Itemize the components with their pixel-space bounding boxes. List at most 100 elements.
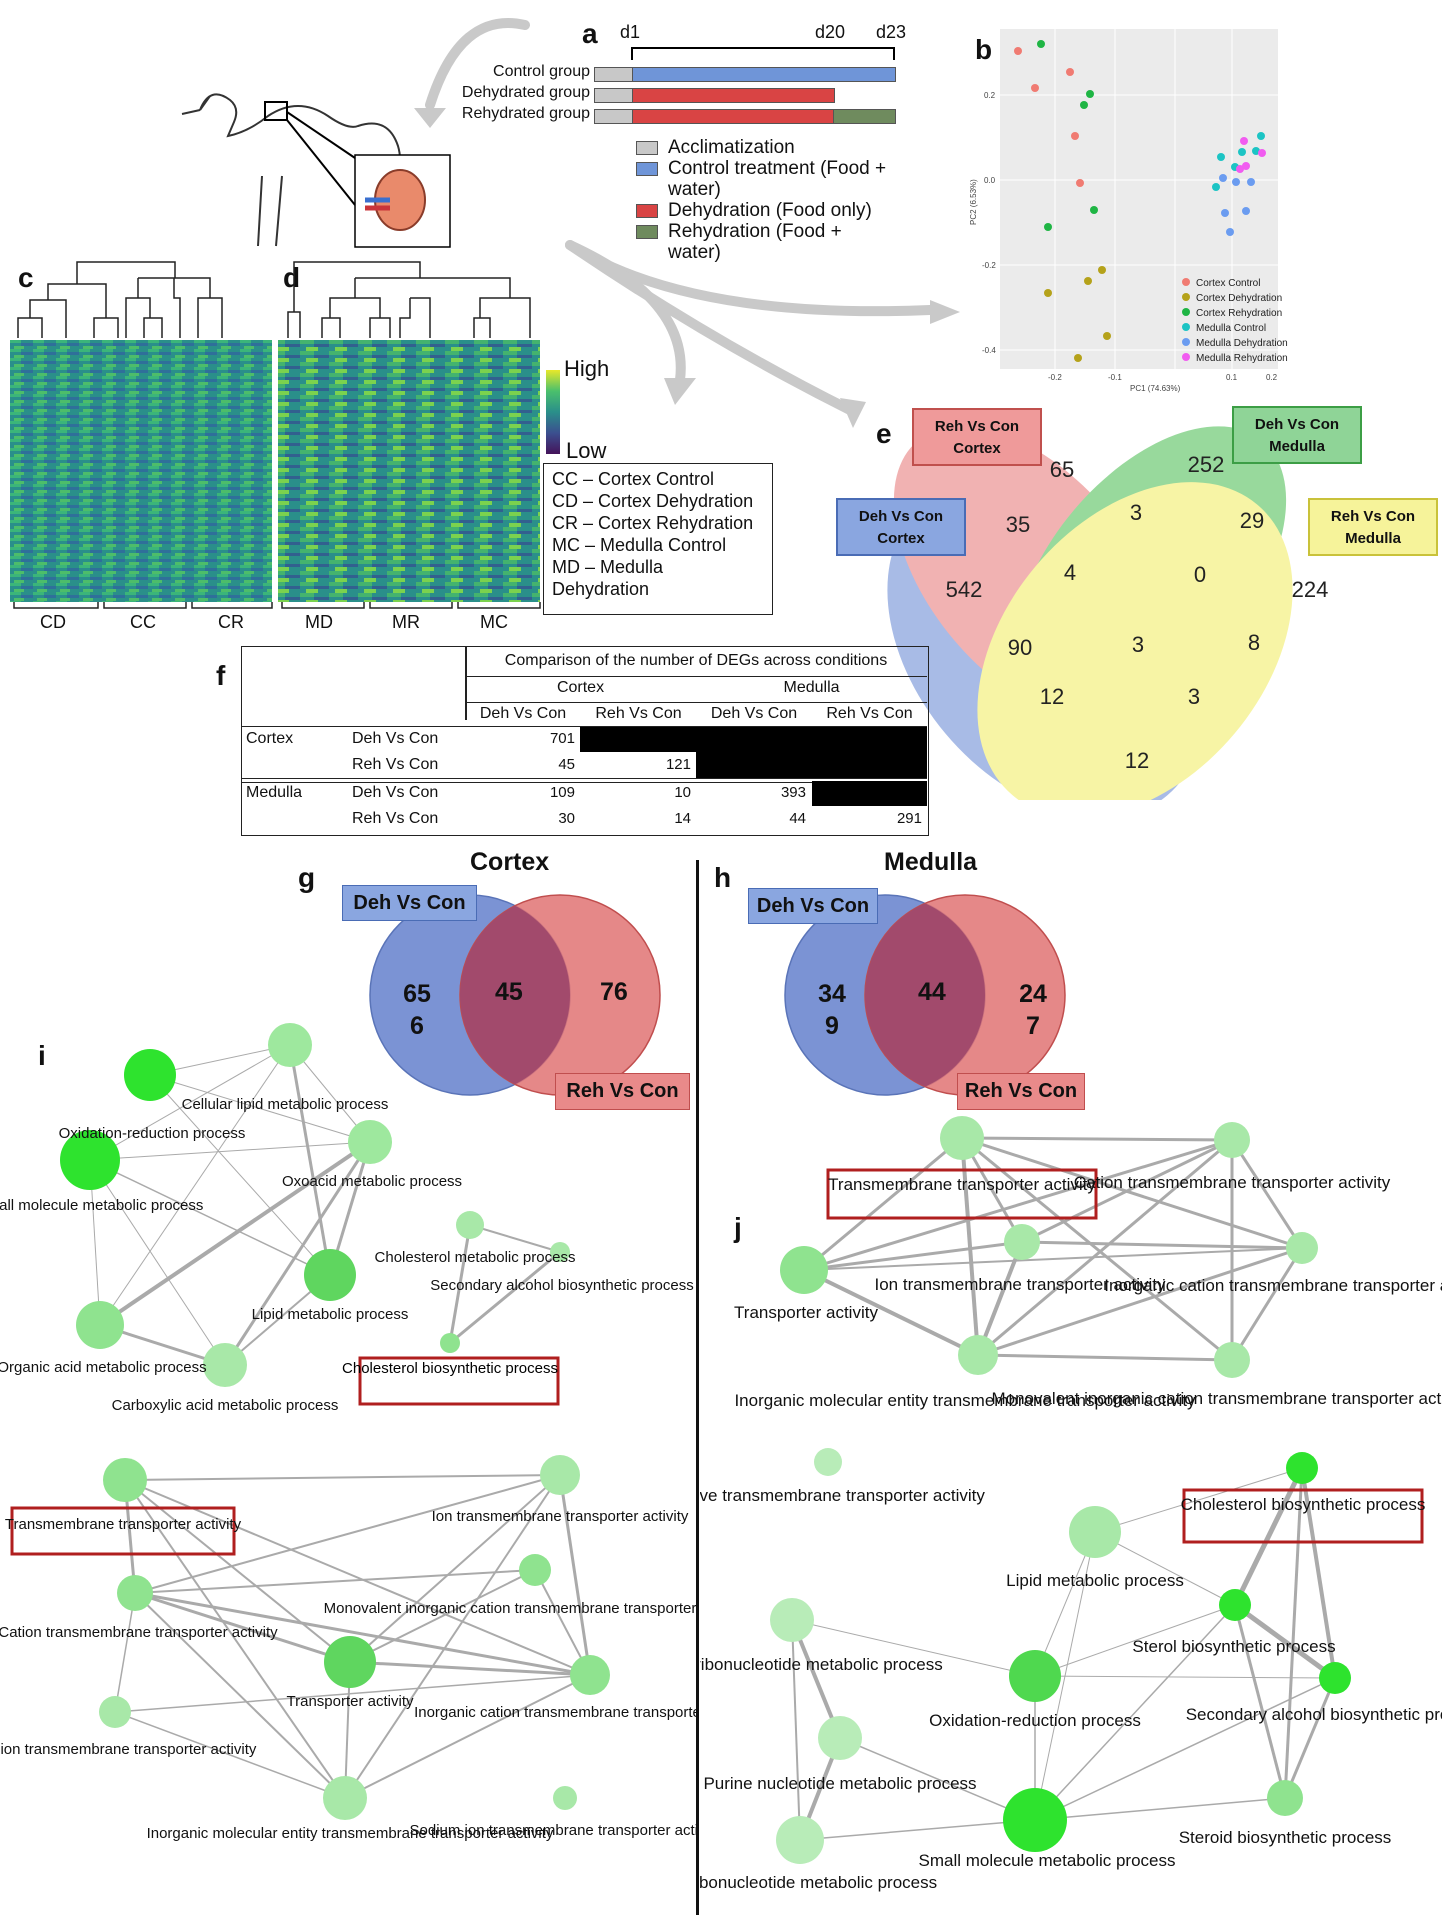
network-i-node-label: Inorganic molecular entity transmembrane… <box>147 1825 554 1842</box>
panel-j-label: j <box>734 1212 742 1243</box>
network-i-node-label: Cellular lipid metabolic process <box>182 1096 389 1113</box>
day-label-d1: d1 <box>620 22 641 42</box>
deg-table-divider <box>241 726 927 727</box>
pca-legend-label: Cortex Rehydration <box>1196 308 1282 319</box>
network-j-node-label: Ion transmembrane transporter activity <box>874 1275 1166 1294</box>
svg-text:8: 8 <box>1248 630 1260 655</box>
deg-table-divider <box>465 702 927 703</box>
network-j-node-label: Purine nucleotide metabolic process <box>703 1774 976 1793</box>
venn-set-reh-medulla <box>977 482 1293 800</box>
deg-table-col-header: Reh Vs Con <box>826 705 913 722</box>
venn-h-left-count: 34 9 <box>818 980 846 1040</box>
panel-e-label: e <box>876 418 892 449</box>
svg-text:542: 542 <box>946 577 983 602</box>
svg-text:224: 224 <box>1292 577 1329 602</box>
venn-counts: 65 252 35 3 29 542 4 0 224 90 3 8 12 3 1… <box>946 452 1329 773</box>
network-i-node-label: Transmembrane transporter activity <box>5 1516 242 1533</box>
network-i-node-label: Lipid metabolic process <box>252 1306 409 1323</box>
dendrograms <box>17 261 531 338</box>
venn-g-title: Cortex <box>470 848 550 876</box>
legend-swatch <box>636 204 658 218</box>
x-tick: -0.1 <box>1108 373 1122 382</box>
x-axis-label: PC1 (74.63%) <box>1130 384 1181 393</box>
heatmap-group-label: CD <box>40 612 66 632</box>
deg-row-comparison: Reh Vs Con <box>352 756 439 773</box>
network-j-node-label: Cholesterol biosynthetic process <box>1181 1495 1426 1514</box>
deg-table-col-header: Reh Vs Con <box>595 705 682 722</box>
svg-text:3: 3 <box>1188 684 1200 709</box>
network-j-node-label: Small molecule metabolic process <box>919 1851 1176 1870</box>
legend-swatch <box>636 225 658 239</box>
network-i-node-label: Cholesterol metabolic process <box>375 1249 576 1266</box>
deg-row-comparison: Reh Vs Con <box>352 810 439 827</box>
deg-cell: 44 <box>789 810 806 827</box>
network-j-node-label: Monovalent inorganic cation transmembran… <box>991 1389 1442 1408</box>
bar-acclimatization <box>594 109 634 124</box>
deg-table-divider <box>465 676 927 677</box>
panel-divider <box>696 860 699 1915</box>
network-i-node-label: Metal ion transmembrane transporter acti… <box>0 1741 257 1758</box>
panel-a-label: a <box>582 18 598 49</box>
x-tick: 0.2 <box>1266 373 1278 382</box>
y-tick: -0.2 <box>982 261 996 270</box>
network-i-node-label: Oxidation-reduction process <box>59 1125 246 1142</box>
color-scale-high: High <box>564 356 610 381</box>
legend-label: Rehydration (Food + water) <box>668 221 842 263</box>
network-j-node-label: Inorganic molecular entity transmembrane… <box>734 1391 1196 1410</box>
venn-medulla <box>784 894 1066 1096</box>
venn-g-left-label: Deh Vs Con <box>342 885 477 921</box>
deg-cell: 30 <box>558 810 575 827</box>
bar-acclimatization <box>594 67 634 82</box>
pca-legend-label: Cortex Dehydration <box>1196 293 1282 304</box>
pca-points <box>1014 40 1266 362</box>
abbrev-item: MD – Medulla Dehydration <box>552 557 664 599</box>
camel-illustration <box>181 93 451 248</box>
network-i-node-label: Secondary alcohol biosynthetic process <box>430 1277 693 1294</box>
deg-table-mask <box>812 781 927 806</box>
deg-table-mask <box>580 727 927 752</box>
legend-label: Control treatment (Food + water) <box>668 158 887 200</box>
network-i-node-label: Organic acid metabolic process <box>0 1359 207 1376</box>
day-label-d23: d23 <box>876 22 907 42</box>
heatmap-group-brackets <box>13 602 541 609</box>
heatmap-group-label: MC <box>480 612 508 632</box>
svg-text:35: 35 <box>1006 512 1030 537</box>
deg-table-tissue-header: Cortex <box>556 679 605 696</box>
network-i-node-label: Monovalent inorganic cation transmembran… <box>324 1600 696 1617</box>
venn-g-left-count: 65 6 <box>403 980 431 1040</box>
abbrev-item: CD – Cortex Dehydration <box>552 491 754 511</box>
network-i: Cellular lipid metabolic process Oxidati… <box>0 1023 696 1842</box>
color-scale-bar <box>546 370 560 454</box>
svg-text:3: 3 <box>1132 632 1144 657</box>
network-i-node-label: Cation transmembrane transporter activit… <box>0 1624 278 1641</box>
group-label-rehydrated: Rehydrated group <box>461 105 590 122</box>
panel-g-label: g <box>298 862 316 893</box>
day-label-d20: d20 <box>815 22 846 42</box>
svg-text:29: 29 <box>1240 508 1264 533</box>
network-j-node-label: Transmembrane transporter activity <box>828 1175 1096 1194</box>
network-j-node-label: Inorganic cation transmembrane transport… <box>1104 1276 1442 1295</box>
timeline-bracket <box>631 47 895 60</box>
network-j-node-label: Ribonucleotide metabolic process <box>700 1873 937 1892</box>
svg-text:90: 90 <box>1008 635 1032 660</box>
venn-h-right-count: 24 7 <box>1019 980 1047 1040</box>
heatmap-group-label: MD <box>305 612 333 632</box>
svg-text:12: 12 <box>1040 684 1064 709</box>
deg-row-tissue: Medulla <box>246 784 303 801</box>
legend-swatch <box>636 162 658 176</box>
color-scale-low: Low <box>566 438 607 463</box>
heatmap-group-label: MR <box>392 612 420 632</box>
deg-table-col-header: Deh Vs Con <box>710 705 798 722</box>
abbrev-item: CC – Cortex Control <box>552 469 715 489</box>
flow-arrows <box>414 17 960 428</box>
network-j-node-label: Oxidation-reduction process <box>929 1711 1141 1730</box>
network-i-node-label: Sodium ion transmembrane transporter act… <box>410 1822 696 1839</box>
venn-h-title: Medulla <box>884 848 978 876</box>
deg-cell: 109 <box>549 784 575 801</box>
network-j-node-label: Steroid biosynthetic process <box>1179 1828 1392 1847</box>
deg-table-divider <box>465 646 467 720</box>
venn-label-deh-medulla: Deh Vs Con Medulla <box>1232 406 1362 464</box>
network-j-node-label: Cation transmembrane transporter activit… <box>1074 1173 1391 1192</box>
svg-text:65: 65 <box>1050 457 1074 482</box>
network-j: Transmembrane transporter activity Catio… <box>700 1116 1442 1892</box>
